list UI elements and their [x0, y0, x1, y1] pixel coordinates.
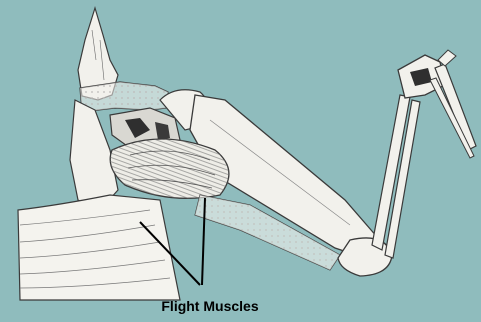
flight-muscles-label: Flight Muscles [110, 298, 310, 314]
forearm-bones [372, 95, 420, 258]
flight-muscle-bundle [110, 139, 229, 198]
